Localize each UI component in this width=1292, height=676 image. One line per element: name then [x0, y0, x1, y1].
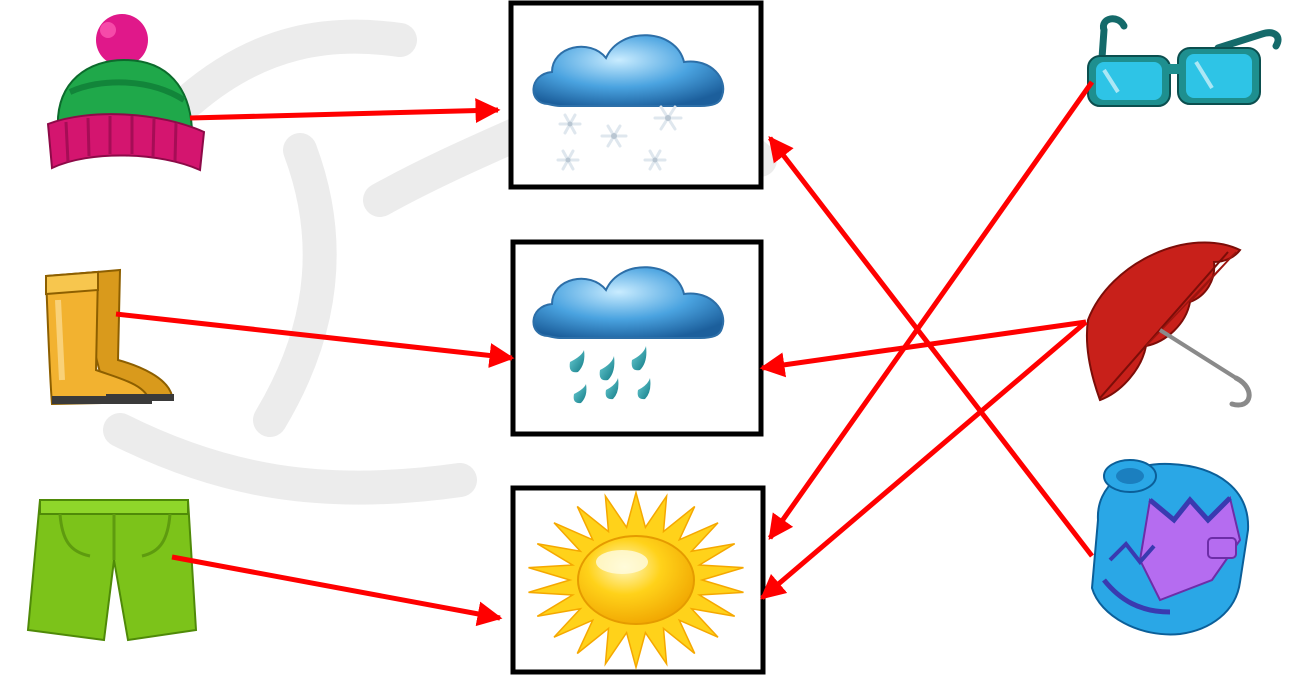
match-arrows	[115, 80, 1095, 627]
weather-box-snow[interactable]	[508, 0, 764, 190]
arrow-rain-boots-to-rain	[115, 311, 515, 368]
arrow-sunglasses-to-sunny	[767, 80, 1095, 541]
rain-cloud-icon	[532, 266, 725, 404]
weather-box-sunny[interactable]	[510, 485, 766, 675]
sun-icon	[528, 489, 744, 671]
arrow-sweater-to-snow	[768, 136, 1094, 558]
snow-cloud-icon	[532, 34, 725, 171]
arrow-shorts-to-sunny	[171, 554, 503, 627]
shorts-icon[interactable]	[26, 499, 198, 642]
arrow-wool-hat-to-snow	[189, 98, 501, 124]
arrow-umbrella-to-rain	[759, 319, 1087, 378]
wool-hat-icon[interactable]	[46, 14, 206, 172]
sweater-icon[interactable]	[1090, 459, 1250, 636]
arrow-umbrella-to-sunny	[760, 320, 1088, 600]
umbrella-icon[interactable]	[1085, 241, 1252, 408]
weather-box-rain[interactable]	[510, 239, 764, 437]
sunglasses-icon[interactable]	[1087, 15, 1282, 107]
rain-boots-icon[interactable]	[44, 268, 174, 406]
